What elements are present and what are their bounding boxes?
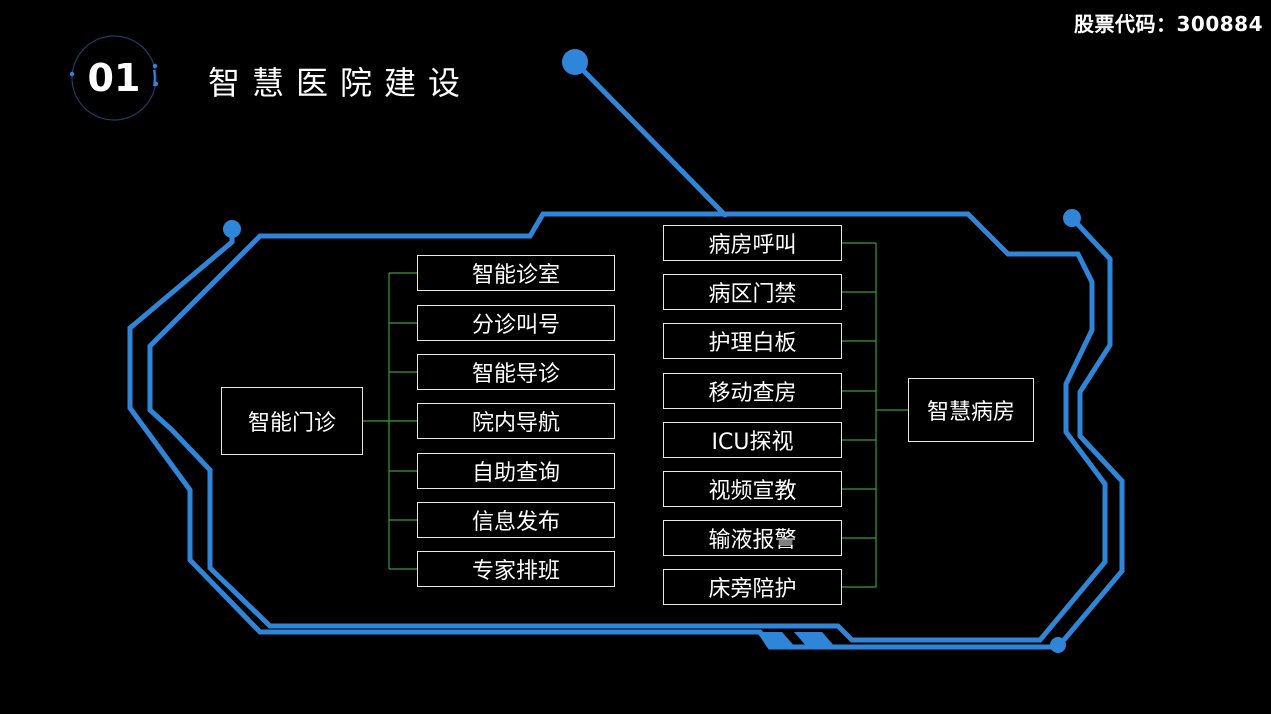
node-icu-visit: ICU探视 [663,422,842,458]
node-hospital-navigation: 院内导航 [417,403,615,439]
node-bedside-care: 床旁陪护 [663,569,842,605]
node-video-education: 视频宣教 [663,471,842,507]
node-expert-scheduling: 专家排班 [417,551,615,587]
node-infusion-alarm: 输液报警 [663,520,842,556]
section-number-badge [70,35,158,121]
node-self-service-query: 自助查询 [417,453,615,489]
node-triage-calling: 分诊叫号 [417,305,615,341]
node-ward-access-control: 病区门禁 [663,274,842,310]
node-mobile-ward-round: 移动查房 [663,373,842,409]
node-smart-consulting-room: 智能诊室 [417,255,615,291]
root-node-smart-outpatient: 智能门诊 [221,387,363,455]
page-title: 智慧医院建设 [208,64,473,102]
node-nursing-whiteboard: 护理白板 [663,323,842,359]
stock-code-label: 股票代码：300884 [1074,12,1263,36]
section-number: 01 [87,56,141,100]
node-ward-calling: 病房呼叫 [663,225,842,261]
node-smart-guidance: 智能导诊 [417,354,615,390]
root-node-smart-ward: 智慧病房 [908,378,1034,442]
node-information-release: 信息发布 [417,502,615,538]
